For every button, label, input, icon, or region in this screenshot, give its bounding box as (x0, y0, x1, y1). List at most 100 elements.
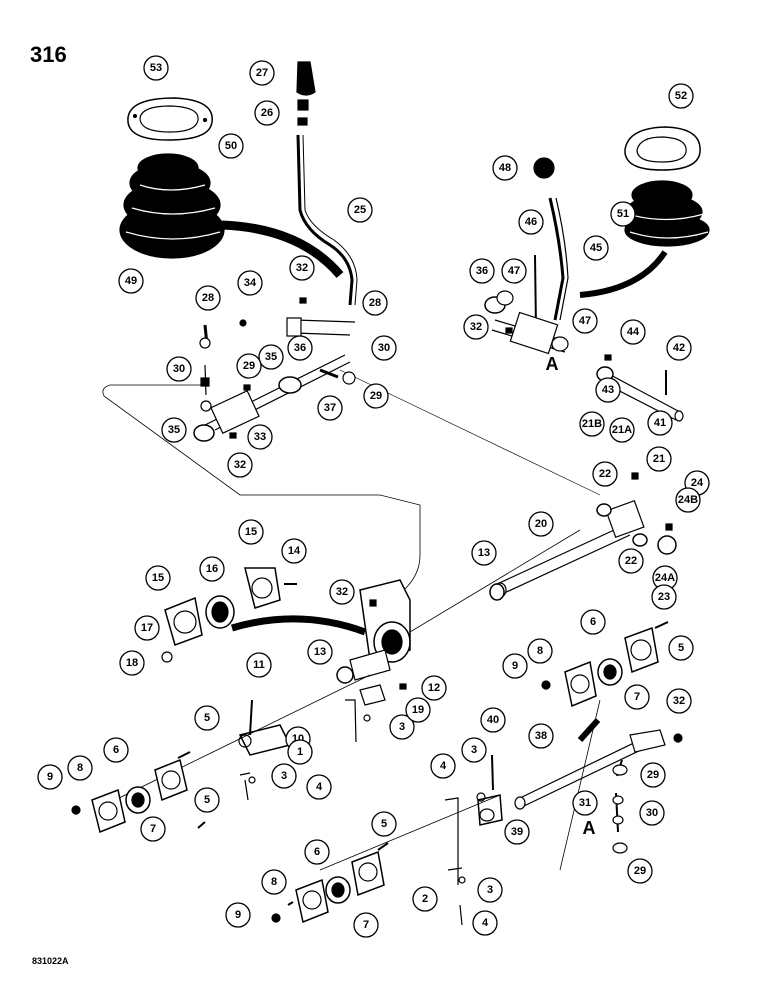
callout-circle (421, 675, 447, 701)
flange-group-lower-left (71, 751, 206, 834)
callout-circle (492, 155, 518, 181)
callout-circle (254, 100, 280, 126)
callout-43: 43 (595, 377, 621, 403)
callout-2: 2 (412, 886, 438, 912)
callout-circle (528, 723, 554, 749)
callout-6: 6 (580, 609, 606, 635)
callout-label: 31 (579, 797, 591, 809)
callout-circle (119, 650, 145, 676)
shift-rail-20 (379, 472, 677, 651)
callout-23: 23 (651, 584, 677, 610)
callout-circle (624, 684, 650, 710)
callout-label: 22 (599, 468, 611, 480)
callout-40: 40 (480, 707, 506, 733)
callout-circle (666, 335, 692, 361)
callout-circle (651, 584, 677, 610)
callout-label: 5 (381, 818, 387, 830)
callout-circle (627, 858, 653, 884)
callout-circle (610, 201, 636, 227)
callout-circle (618, 548, 644, 574)
callout-label: 8 (537, 645, 543, 657)
callout-29: 29 (627, 858, 653, 884)
callout-label: 9 (47, 771, 53, 783)
callout-5: 5 (371, 811, 397, 837)
callout-16: 16 (199, 556, 225, 582)
callout-label: 4 (316, 781, 323, 793)
callout-label: 51 (617, 208, 629, 220)
callout-label: 28 (369, 297, 381, 309)
callout-6: 6 (103, 737, 129, 763)
callout-label: 41 (654, 417, 666, 429)
arrow-49 (221, 220, 344, 278)
rubber-boot-51 (624, 180, 710, 247)
callout-3: 3 (271, 763, 297, 789)
callout-circle (595, 377, 621, 403)
callout-52: 52 (668, 83, 694, 109)
callout-33: 33 (247, 424, 273, 450)
callout-circle (218, 133, 244, 159)
callout-circle (161, 417, 187, 443)
callout-22: 22 (592, 461, 618, 487)
page-number: 316 (30, 42, 67, 67)
callout-label: 29 (243, 360, 255, 372)
callout-circle (134, 615, 160, 641)
callout-label: 24A (655, 572, 675, 584)
callout-11: 11 (246, 652, 272, 678)
callout-circle (666, 688, 692, 714)
callout-label: 3 (399, 721, 405, 733)
callout-circle (199, 556, 225, 582)
gasket-plate-52 (624, 126, 701, 171)
figure-code: 831022A (32, 956, 69, 966)
callout-circle (281, 538, 307, 564)
callout-label: 13 (478, 547, 490, 559)
callout-30: 30 (166, 356, 192, 382)
shift-lever-25 (296, 61, 358, 306)
callout-circle (518, 209, 544, 235)
callout-circle (195, 285, 221, 311)
callout-label: 3 (471, 744, 477, 756)
callout-label: 23 (658, 591, 670, 603)
callout-circle (145, 565, 171, 591)
callout-label: 20 (535, 518, 547, 530)
callout-circle (572, 308, 598, 334)
callout-label: 4 (482, 917, 489, 929)
callout-circle (67, 755, 93, 781)
callout-label: 7 (363, 919, 369, 931)
callout-6: 6 (304, 839, 330, 865)
callout-13: 13 (471, 540, 497, 566)
callout-label: 32 (470, 321, 482, 333)
callout-circle (194, 787, 220, 813)
callout-19: 19 (405, 697, 431, 723)
callout-label: 35 (265, 351, 277, 363)
callout-circle (194, 705, 220, 731)
callout-circle (371, 335, 397, 361)
callout-label: 30 (173, 363, 185, 375)
callout-3: 3 (477, 877, 503, 903)
callout-7: 7 (140, 816, 166, 842)
callout-18: 18 (119, 650, 145, 676)
callout-circle (579, 411, 605, 437)
callout-circle (640, 762, 666, 788)
callout-49: 49 (118, 268, 144, 294)
callout-circle (247, 424, 273, 450)
callout-7: 7 (353, 912, 379, 938)
callout-32: 32 (289, 255, 315, 281)
callout-label: 50 (225, 140, 237, 152)
callout-36: 36 (287, 335, 313, 361)
selector-arm-39 (319, 754, 503, 926)
callout-circle (304, 839, 330, 865)
callout-28: 28 (362, 290, 388, 316)
callout-39: 39 (504, 819, 530, 845)
callout-30: 30 (639, 800, 665, 826)
callout-12: 12 (421, 675, 447, 701)
callout-label: 24B (678, 494, 698, 506)
callout-24A: 24A (652, 565, 678, 591)
flange-group-bottom (271, 842, 389, 924)
callout-label: 19 (412, 704, 424, 716)
callout-7: 7 (624, 684, 650, 710)
callout-30: 30 (371, 335, 397, 361)
section-marker-upper: A (546, 354, 559, 374)
callout-circle (238, 519, 264, 545)
callout-circle (477, 877, 503, 903)
callout-circle (353, 912, 379, 938)
